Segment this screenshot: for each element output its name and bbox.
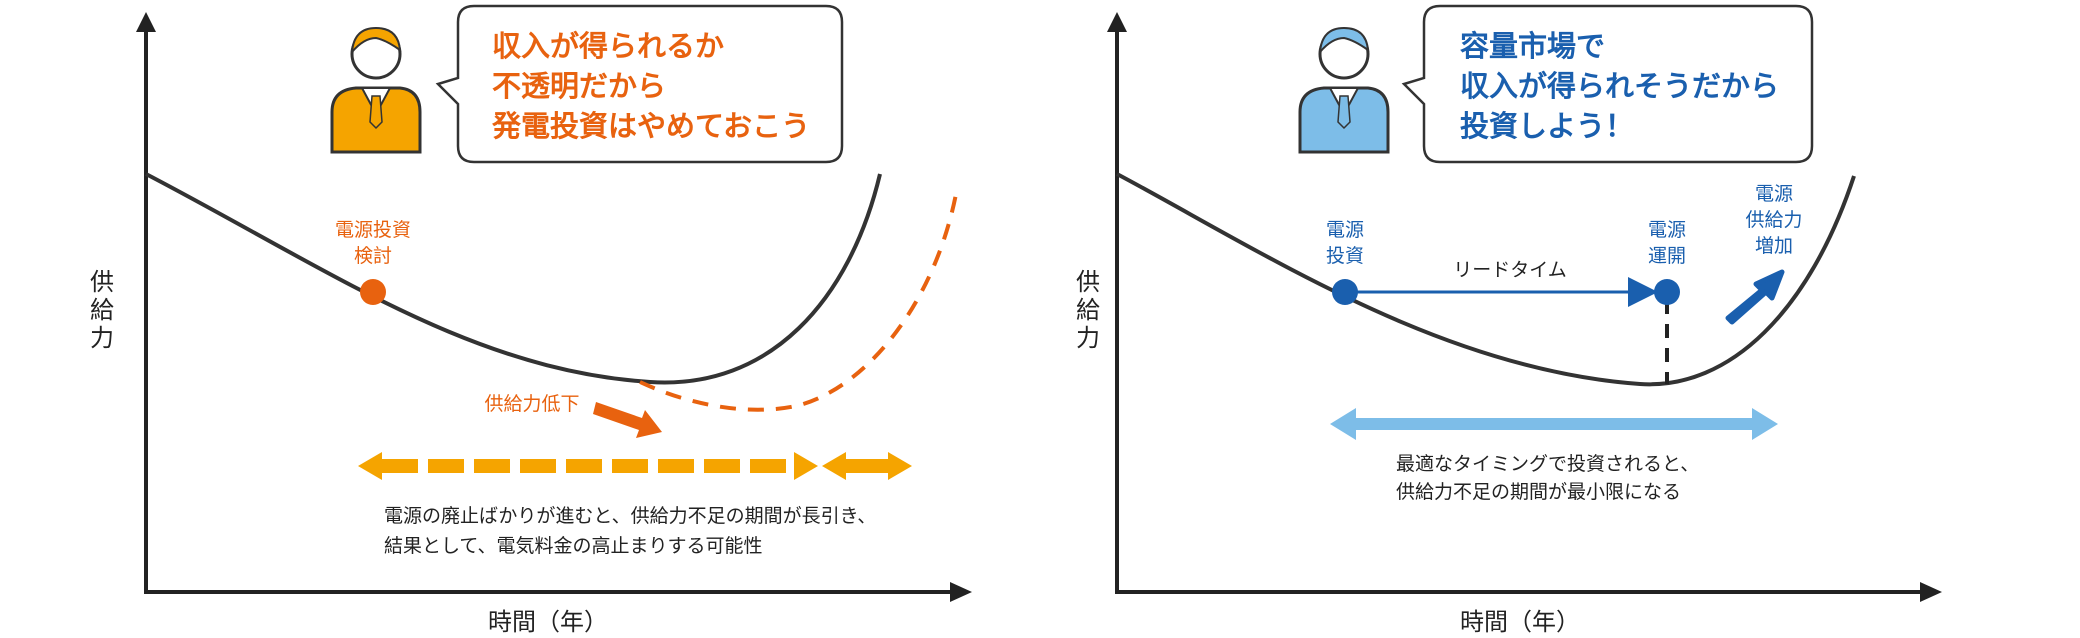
y-axis-label-char: 給 — [1076, 296, 1100, 324]
invest-label-line: 投資 — [1326, 245, 1364, 267]
y-axis-label-char: 供 — [1076, 268, 1100, 296]
bubble-line: 容量市場で — [1460, 29, 1605, 63]
y-axis-label-char: 力 — [1076, 324, 1100, 352]
supply-curve — [145, 172, 882, 385]
delayed-supply-curve — [639, 193, 958, 412]
point-label-line: 検討 — [354, 245, 392, 267]
decline-arrow-icon — [593, 402, 662, 438]
x-axis-arrowhead — [950, 582, 972, 602]
speech-bubble — [435, 4, 844, 164]
invest-label-line: 電源 — [1326, 219, 1364, 241]
person-orange-icon — [330, 26, 422, 154]
right-panel: 供 給 力 時間（年） リードタイム 電源 投資 電源 運開 電源 供給力 増加… — [1076, 4, 1942, 636]
operation-start-point — [1654, 279, 1680, 305]
operate-label-line: 電源 — [1648, 219, 1686, 241]
point-label-line: 電源投資 — [335, 219, 411, 241]
x-axis-label: 時間（年） — [488, 608, 608, 636]
extended-period-arrow — [822, 452, 912, 480]
bubble-line: 収入が得られるか — [492, 29, 724, 63]
right-note-line: 最適なタイミングで投資されると、 — [1396, 453, 1699, 475]
left-note-line: 結果として、電気料金の高止まりする可能性 — [384, 535, 762, 557]
decline-label: 供給力低下 — [484, 393, 579, 415]
x-axis-arrowhead — [1920, 582, 1942, 602]
left-panel: 供 給 力 時間（年） 電源投資 検討 供給力低下 — [90, 4, 972, 636]
bubble-line: 収入が得られそうだから — [1460, 69, 1779, 103]
bubble-line: 発電投資はやめておこう — [491, 109, 810, 143]
minimal-shortage-arrow — [1330, 408, 1778, 440]
bubble-line: 投資しよう！ — [1460, 109, 1634, 143]
lead-time-label: リードタイム — [1453, 259, 1567, 281]
investment-point — [1332, 279, 1358, 305]
right-note-line: 供給力不足の期間が最小限になる — [1396, 481, 1681, 503]
operate-label-line: 運開 — [1648, 245, 1686, 267]
increase-label-line: 供給力 — [1745, 209, 1802, 231]
supply-curve — [1116, 172, 1856, 387]
increase-label-line: 電源 — [1755, 183, 1793, 205]
person-blue-icon — [1298, 26, 1390, 154]
speech-bubble — [1401, 4, 1814, 164]
investment-consideration-point — [360, 279, 386, 305]
y-axis-label-char: 供 — [90, 268, 114, 296]
bubble-line: 不透明だから — [492, 69, 666, 103]
increase-arrow-icon — [1725, 269, 1785, 325]
y-axis-label-char: 力 — [90, 324, 114, 352]
y-axis-label-char: 給 — [90, 296, 114, 324]
shortage-period-arrow — [358, 452, 818, 480]
x-axis-label: 時間（年） — [1460, 608, 1580, 636]
y-axis-arrowhead — [1107, 12, 1127, 32]
y-axis-arrowhead — [136, 12, 156, 32]
left-note-line: 電源の廃止ばかりが進むと、供給力不足の期間が長引き、 — [384, 505, 876, 527]
increase-label-line: 増加 — [1755, 235, 1793, 257]
